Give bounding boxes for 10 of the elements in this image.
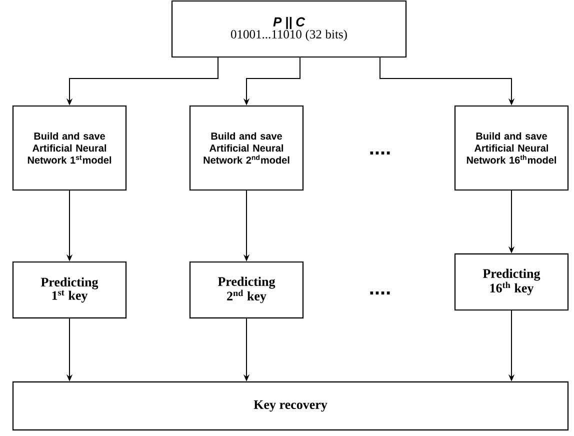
model-box: Build and save Artificial Neural Network 2$^{nd}$model	[189, 105, 304, 191]
input-box: P || C 01001...11010 (32 bits)	[171, 0, 407, 58]
ellipsis: ....	[370, 152, 390, 154]
model-box: Build and save Artificial Neural Network 16$^{th}$model	[454, 105, 569, 191]
prediction-box: Predicting 2$^{nd}$ key	[189, 261, 304, 319]
prediction-box: Predicting 1$^{st}$ key	[12, 261, 127, 319]
recovery-box: Key recovery	[12, 381, 569, 431]
prediction-box: Predicting 16$^{th}$ key	[454, 253, 569, 311]
ellipsis: ....	[370, 292, 390, 294]
model-box: Build and save Artificial Neural Network 1$^{st}$model	[12, 105, 127, 191]
